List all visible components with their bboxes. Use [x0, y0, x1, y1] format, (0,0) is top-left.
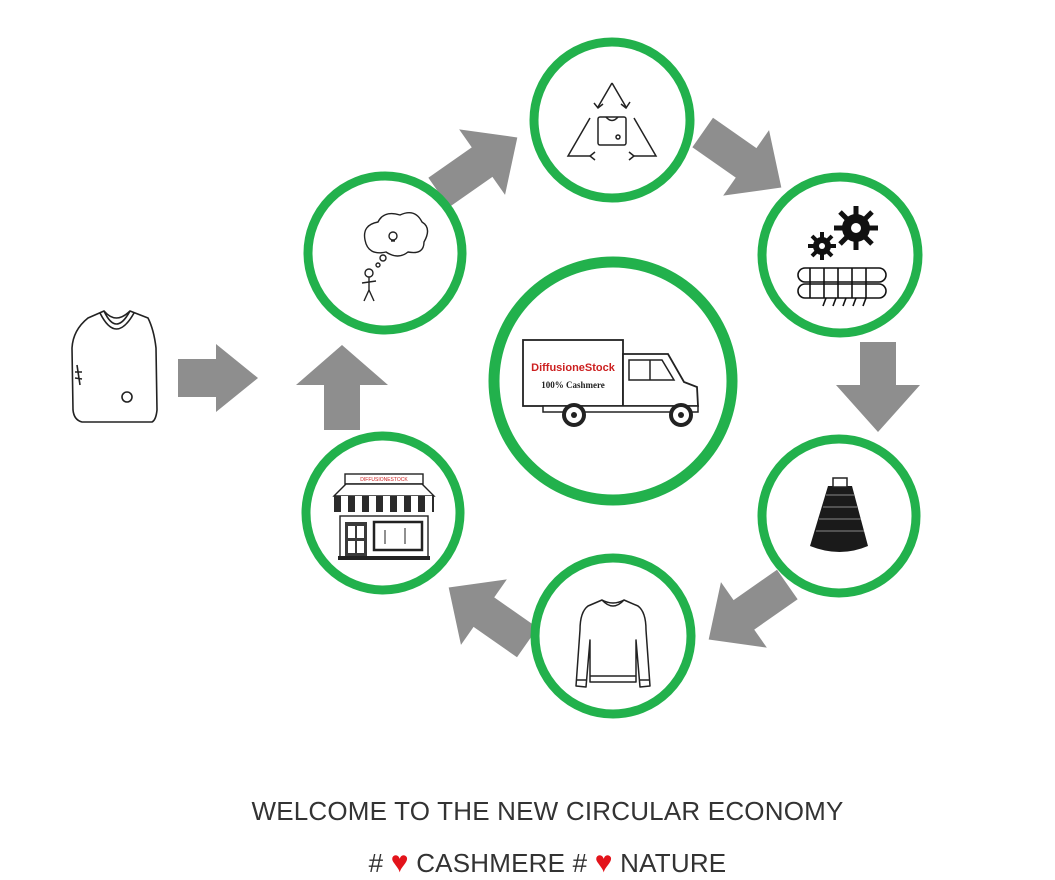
shop-sign-text: DIFFUSIONESTOCK [360, 477, 408, 483]
arrow-icon [428, 129, 518, 208]
hashtag-cashmere: CASHMERE [416, 848, 566, 878]
ring-gears [757, 172, 923, 338]
heart-icon: ♥ [594, 846, 613, 879]
recycle-icon [566, 82, 658, 161]
yarn-cone-icon [810, 477, 868, 552]
arrow-icon [836, 342, 920, 432]
ring-idea [303, 171, 467, 335]
heart-icon: ♥ [390, 846, 409, 879]
truck-tagline-text: 100% Cashmere [541, 380, 605, 390]
sweater-icon [575, 599, 651, 688]
idea-person-icon [361, 212, 429, 302]
ring-sweater [530, 553, 696, 719]
gears-rolls-icon [797, 206, 887, 307]
tshirt-icon [71, 310, 158, 423]
arrow-icon [692, 117, 782, 196]
arrow-icon [448, 579, 538, 658]
truck-icon: DiffusioneStock 100% Cashmere [522, 339, 699, 427]
truck-brand-text: DiffusioneStock [531, 362, 616, 374]
hash-symbol: # [368, 848, 384, 878]
ring-shop [301, 431, 465, 595]
arrow-icon [296, 345, 388, 430]
caption-hashtags: # ♥ CASHMERE # ♥ NATURE [0, 846, 1055, 880]
shop-icon: DIFFUSIONESTOCK 100% Cashmere [332, 473, 436, 560]
arrow-icon [178, 344, 258, 412]
arrow-icon [708, 569, 798, 648]
circular-economy-diagram: DIFFUSIONESTOCK 100% Cashmere Diffusione… [71, 37, 923, 719]
hash-symbol: # [572, 848, 588, 878]
hashtag-nature: NATURE [620, 848, 727, 878]
caption-welcome: WELCOME TO THE NEW CIRCULAR ECONOMY [251, 796, 844, 826]
